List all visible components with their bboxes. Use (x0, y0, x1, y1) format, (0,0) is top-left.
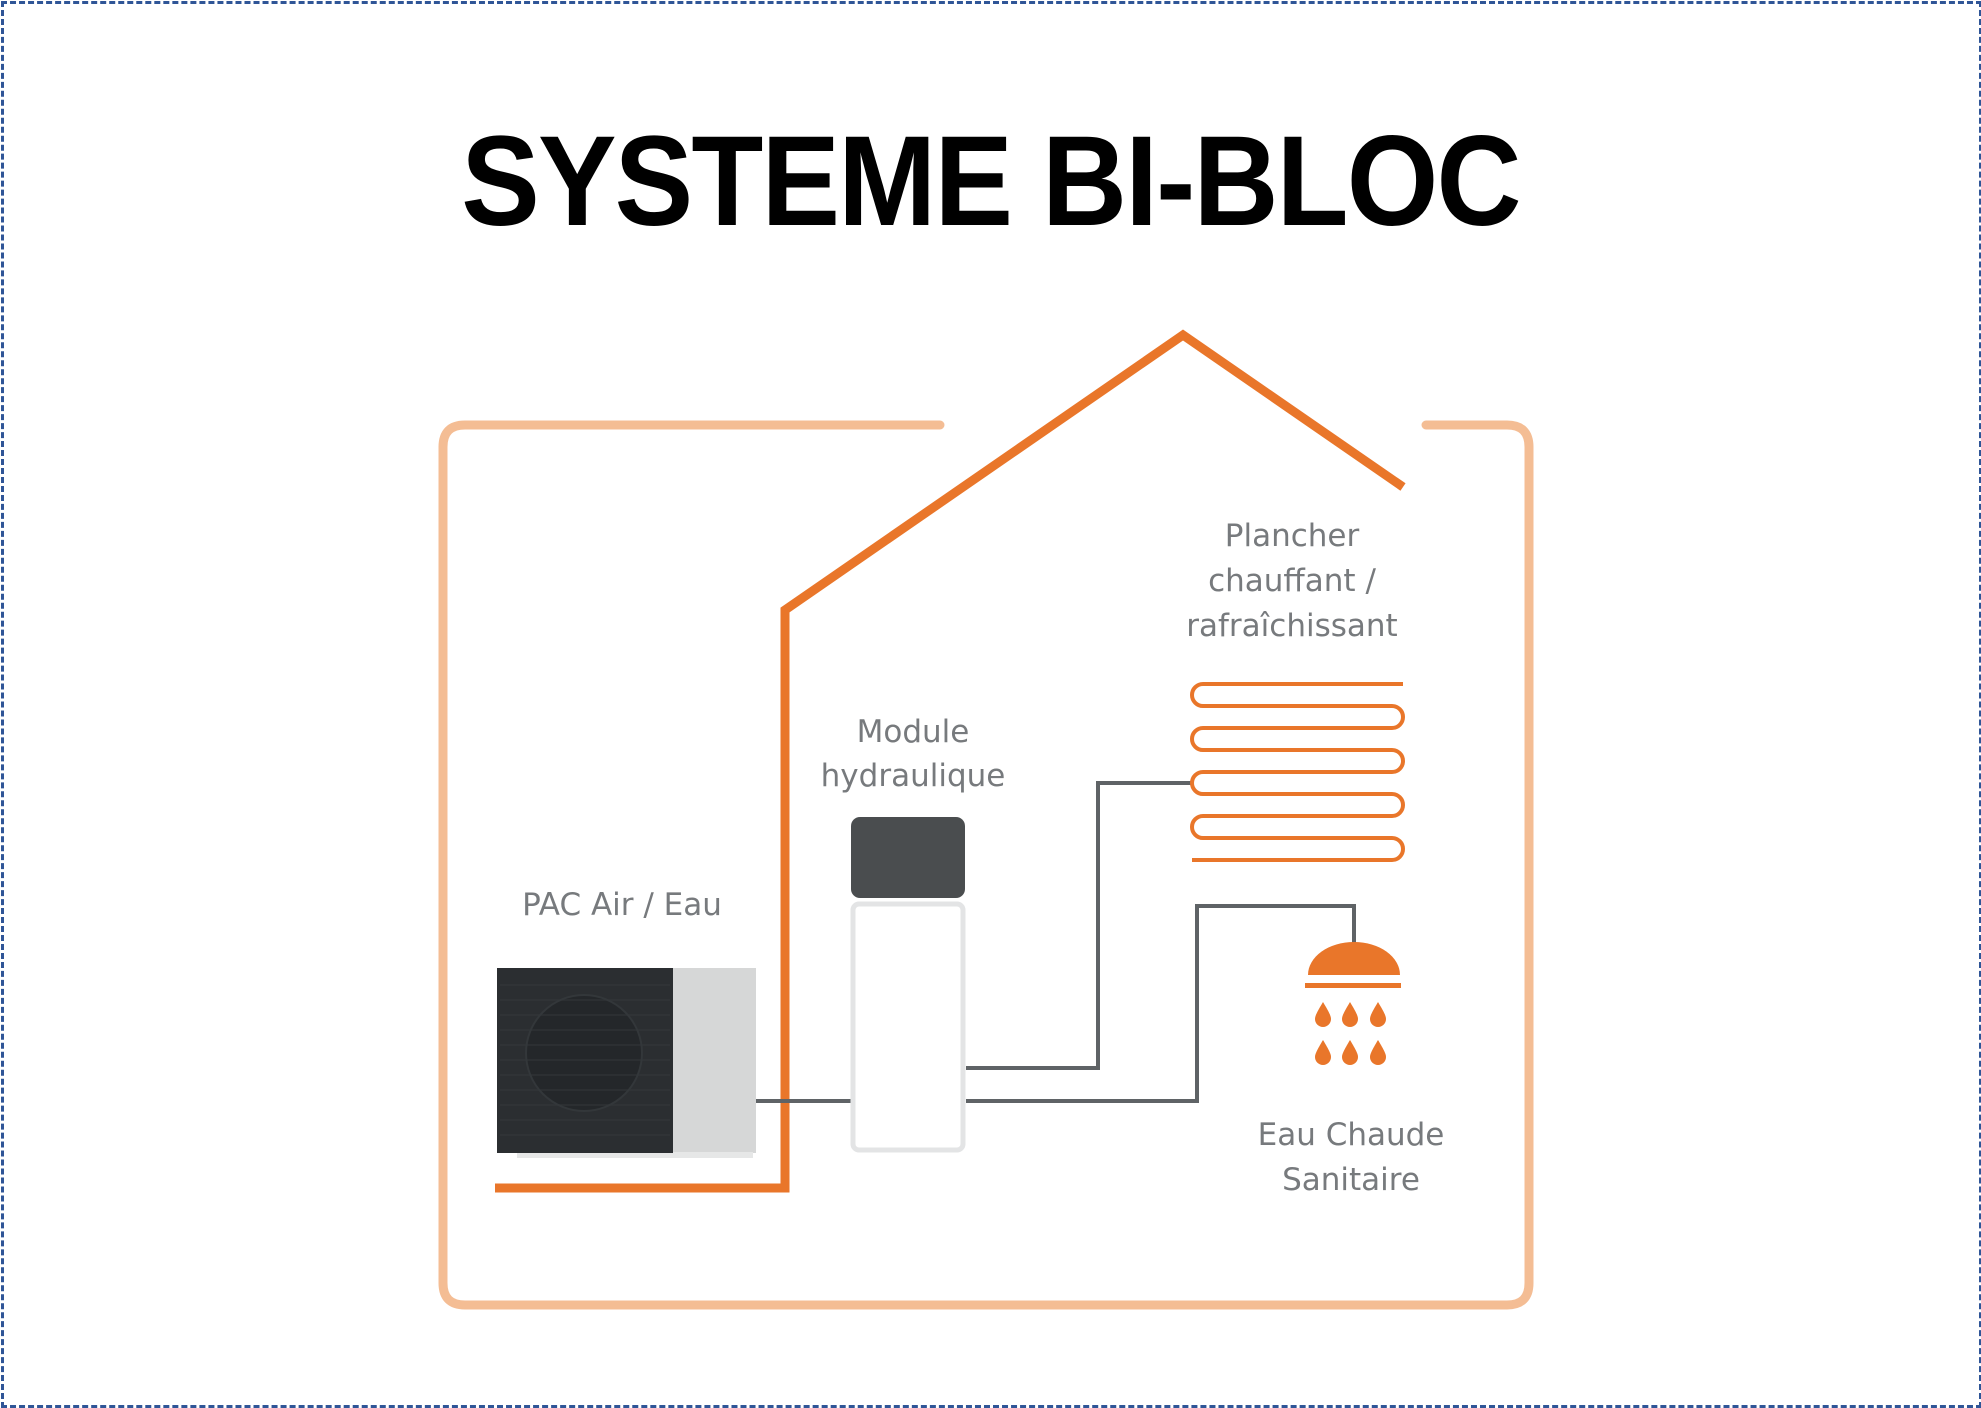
underfloor-heating-icon (1190, 682, 1405, 862)
fan-icon (525, 994, 643, 1112)
label-pac: PAC Air / Eau (522, 887, 722, 923)
house-outline (495, 329, 1406, 1193)
pipes (755, 781, 1356, 1103)
label-ecs-line1: Eau Chaude (1258, 1117, 1445, 1153)
pipe-module-to-floor (966, 781, 1192, 1070)
label-module-line2: hydraulique (821, 758, 1006, 794)
heat-pump-unit-icon (497, 968, 756, 1158)
shower-icon (1305, 942, 1401, 1065)
hydraulic-module-icon (850, 817, 966, 1153)
label-plancher-line3: rafraîchissant (1186, 608, 1397, 644)
label-plancher-line1: Plancher (1225, 518, 1360, 554)
outer-frame-left (438, 420, 1534, 1310)
label-plancher-line2: chauffant / (1208, 563, 1376, 599)
pipe-module-to-shower (966, 904, 1356, 1103)
label-module-line1: Module (857, 714, 970, 750)
page-title: SYSTEME BI-BLOC (461, 110, 1521, 253)
label-ecs-line2: Sanitaire (1282, 1162, 1420, 1198)
water-drops-icon (1315, 1002, 1386, 1065)
